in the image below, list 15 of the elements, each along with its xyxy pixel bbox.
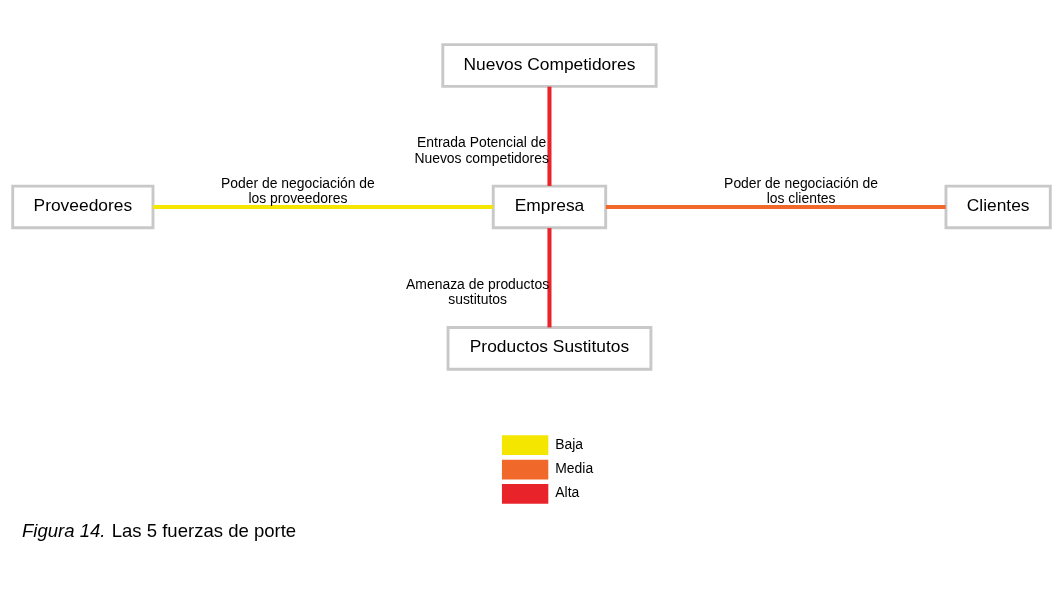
- legend-label: Alta: [555, 483, 580, 500]
- caption: Figura 14. Las 5 fuerzas de porte: [21, 519, 297, 541]
- node-box: Productos Sustitutos: [446, 325, 653, 371]
- connector: [605, 204, 946, 209]
- connector: [153, 204, 494, 209]
- node-box: Empresa: [491, 184, 608, 229]
- connector: [547, 86, 552, 186]
- node-box: Clientes: [944, 184, 1052, 229]
- node-box: Nuevos Competidores: [441, 42, 658, 88]
- legend-label: Media: [555, 459, 594, 476]
- edge-label: Poder de negociación de los clientes: [724, 174, 878, 206]
- edge-label: Poder de negociación de los proveedores: [220, 174, 375, 206]
- legend-label: Baja: [555, 435, 584, 452]
- node-box: Proveedores: [11, 184, 155, 229]
- connector: [547, 227, 552, 327]
